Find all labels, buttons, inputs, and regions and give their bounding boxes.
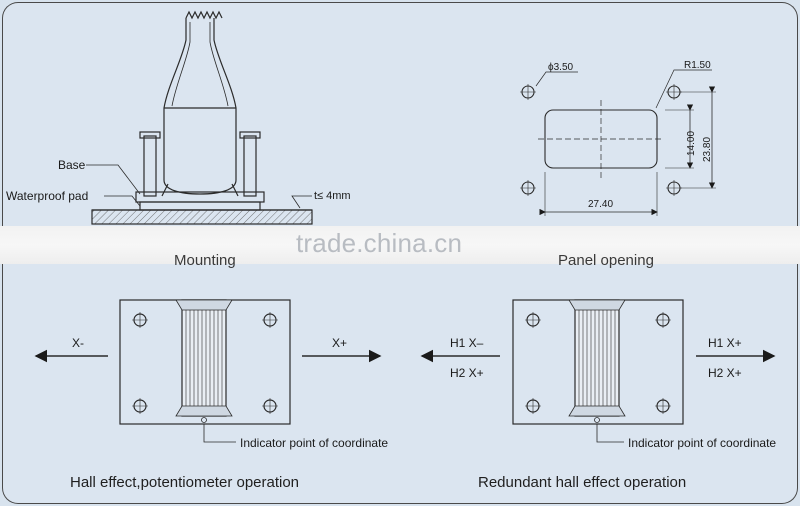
- label-base: Base: [58, 158, 86, 172]
- redundant-hall-diagram: [420, 299, 776, 443]
- caption-hall-effect: Hall effect,potentiometer operation: [70, 474, 300, 491]
- axis-x-plus: X+: [332, 336, 348, 350]
- label-thickness: t≤ 4mm: [314, 190, 351, 202]
- caption-redundant-hall: Redundant hall effect operation: [478, 474, 687, 491]
- dim-width: 27.40: [588, 199, 614, 210]
- dim-inner-height: 14.00: [686, 130, 697, 156]
- indicator-label-left: Indicator point of coordinate: [240, 436, 389, 450]
- dim-corner-radius: R1.50: [684, 60, 711, 71]
- watermark-band: [0, 226, 800, 264]
- caption-panel-opening: Panel opening: [558, 252, 654, 269]
- panel-opening-drawing: [520, 69, 716, 216]
- axis-x-minus: X-: [72, 336, 84, 350]
- axis-h2-left: H2 X+: [450, 366, 484, 380]
- caption-mounting: Mounting: [174, 252, 236, 269]
- dim-outer-height: 23.80: [702, 136, 713, 162]
- axis-h1-right: H1 X+: [708, 336, 742, 350]
- axis-h2-right: H2 X+: [708, 366, 742, 380]
- hall-effect-diagram: [34, 299, 382, 443]
- mounting-drawing: [86, 10, 313, 225]
- label-waterproof-pad: Waterproof pad: [6, 189, 89, 203]
- axis-h1-left: H1 X–: [450, 336, 484, 350]
- top-frame: [2, 2, 798, 242]
- dim-hole-diameter: ϕ3.50: [548, 62, 574, 73]
- watermark-text: trade.china.cn: [296, 228, 463, 258]
- indicator-label-right: Indicator point of coordinate: [628, 436, 777, 450]
